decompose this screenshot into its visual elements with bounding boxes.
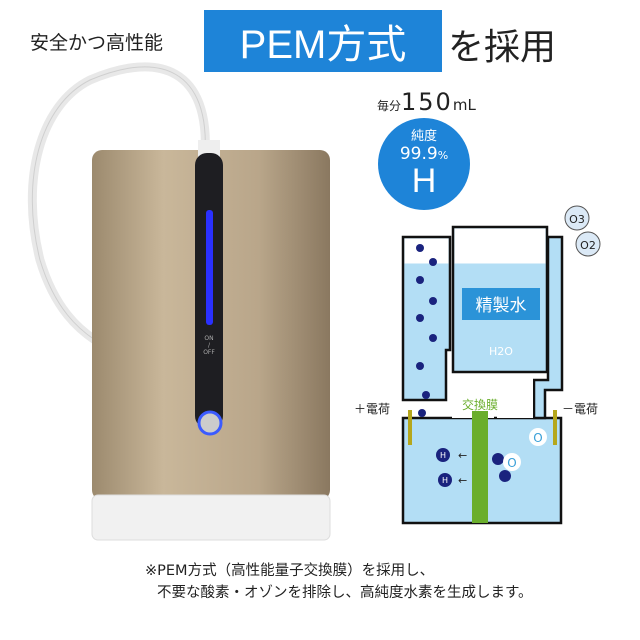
purity-badge: 純度 99.9% H [378, 118, 470, 210]
device-base [91, 494, 331, 541]
oxygen-atom [503, 453, 521, 471]
oxygen-atom [529, 428, 547, 446]
switch-on-label: ON [204, 335, 213, 342]
ozone-badge [564, 205, 590, 231]
flow-rate: 毎分150mL [377, 88, 476, 116]
minus-charge-label: －電荷 [562, 402, 598, 416]
svg-text:O3: O3 [569, 213, 585, 226]
purified-water-label: 精製水 [476, 296, 527, 316]
svg-text:←: ← [458, 449, 467, 462]
svg-text:H: H [442, 476, 448, 485]
oxygen-tube [532, 235, 564, 420]
device-illustration: ON / OFF [27, 62, 331, 541]
headline-right: を採用 [448, 27, 557, 68]
svg-text:/: / [208, 342, 211, 349]
level-light [206, 210, 213, 325]
svg-text:O2: O2 [580, 239, 596, 252]
membrane-label: 交換膜 [462, 397, 498, 412]
cathode [553, 410, 557, 445]
exchange-membrane [472, 411, 488, 523]
anode [408, 410, 412, 445]
svg-text:H: H [440, 451, 446, 460]
plus-charge-label: ＋電荷 [354, 402, 390, 416]
footnote: ※PEM方式（高性能量子交換膜）を採用し、 不要な酸素・オゾンを排除し、高純度水… [145, 563, 533, 601]
hydrogen-tube [401, 235, 452, 402]
svg-text:O: O [533, 431, 542, 445]
switch-off-label: OFF [203, 349, 215, 356]
svg-text:←: ← [458, 474, 467, 487]
svg-text:O: O [507, 456, 516, 470]
headline-highlight: PEM方式 [204, 10, 442, 72]
headline-left: 安全かつ高性能 [30, 32, 164, 54]
h2o-label: H2O [489, 345, 513, 358]
oxygen-badge [575, 231, 601, 257]
hydrogen-molecules [416, 244, 511, 487]
pem-diagram: 精製水 H2O 交換膜 ＋電荷 －電荷 H H ← ← O O O3 O2 [354, 205, 601, 525]
water-label-box [462, 288, 540, 320]
power-button[interactable] [197, 410, 223, 436]
